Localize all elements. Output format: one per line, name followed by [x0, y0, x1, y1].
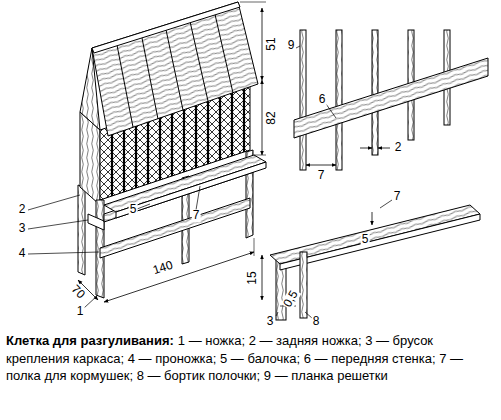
callout-number: 140 [150, 258, 175, 277]
callout-number: 51 [265, 36, 278, 51]
callout-number: 1 [76, 305, 85, 318]
callout-number: 82 [265, 110, 278, 125]
back-leg [78, 185, 85, 275]
leader-lines [28, 186, 200, 308]
callout-number: 7 [192, 209, 201, 222]
callout-number: 3 [18, 222, 27, 235]
callout-number: 3 [266, 315, 275, 328]
callout-number: 2 [18, 203, 27, 216]
front-board [294, 58, 488, 138]
callout-number: 6 [318, 93, 327, 106]
callout-number: 7 [317, 169, 326, 182]
callout-number: 4 [18, 247, 27, 260]
caption: Клетка для разгуливания:1 — ножка; 2 — з… [6, 332, 494, 385]
callout-number: 8 [312, 315, 321, 328]
main-view [28, 2, 266, 308]
callout-number: 9 [287, 39, 296, 52]
frame-bar [88, 214, 104, 230]
callout-number: 5 [361, 233, 370, 246]
callout-number: 15 [246, 270, 259, 285]
shelf-detail [262, 200, 480, 320]
callout-number: 2 [394, 141, 403, 154]
callout-number: 70 [68, 282, 88, 302]
callout-number: 5 [129, 203, 138, 216]
wall-detail [294, 30, 488, 170]
caption-title: Клетка для разгуливания: [6, 333, 174, 348]
shelf-lip [300, 252, 307, 318]
ridge [92, 2, 240, 53]
callout-number: 7 [393, 190, 402, 203]
roof [92, 2, 258, 136]
